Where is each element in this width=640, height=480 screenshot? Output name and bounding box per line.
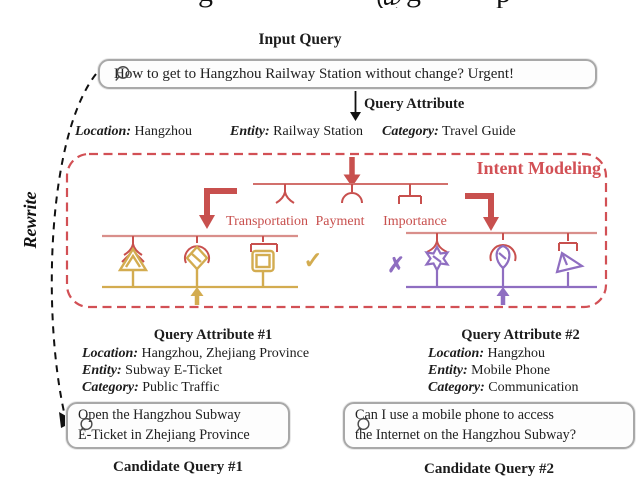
attribute-label: Entity: — [428, 363, 468, 378]
attribute-row: Location: Hangzhou — [428, 345, 613, 362]
candidate-query-2-text: Can I use a mobile phone to access the I… — [355, 406, 577, 443]
intent-box-border — [65, 152, 608, 309]
attribute-value: Communication — [488, 380, 579, 395]
attribute-value: Hangzhou — [134, 124, 193, 139]
cross-mark: ✗ — [387, 253, 405, 277]
attribute-category: Category: Travel Guide — [382, 124, 516, 140]
attribute-row: Entity: Subway E-Ticket — [82, 362, 344, 379]
intent-modeling-diagram: Intent Modeling Transportation Payment I… — [65, 152, 608, 309]
query-attribute-arrow-label: Query Attribute — [364, 96, 465, 112]
candidate-query-1-caption: Candidate Query #1 — [112, 459, 243, 475]
attribute-label: Category: — [382, 124, 439, 139]
intent-modeling-title: Intent Modeling — [476, 158, 601, 178]
clipped-glyph: p — [496, 0, 511, 8]
branch-transportation: Transportation — [226, 214, 308, 229]
rewrite-label: Rewrite — [20, 191, 40, 249]
attribute-row: Entity: Mobile Phone — [428, 362, 613, 379]
block-title: Query Attribute #2 — [461, 327, 580, 343]
clipped-glyph: @ — [376, 0, 404, 8]
attribute-value: Travel Guide — [442, 124, 516, 139]
selected-intent-arrow-left — [190, 287, 204, 305]
attribute-location: Location: Hangzhou — [75, 124, 192, 140]
main-intent-arrow — [343, 157, 361, 187]
check-mark: ✓ — [303, 248, 322, 273]
fork-hanger-icon — [275, 184, 295, 204]
expand-arrow-left — [199, 188, 237, 229]
search-icon[interactable] — [355, 417, 372, 434]
search-icon[interactable] — [114, 65, 132, 83]
attribute-label: Entity: — [82, 363, 122, 378]
attribute-value: Hangzhou — [487, 346, 546, 361]
attribute-value: Railway Station — [273, 124, 363, 139]
attribute-label: Location: — [75, 124, 131, 139]
fork-hanger-icon — [123, 236, 143, 256]
candidate-query-2-caption: Candidate Query #2 — [423, 461, 554, 477]
attribute-row: Category: Public Traffic — [82, 379, 344, 396]
candidate-query-1-box[interactable]: Open the Hangzhou Subway E-Ticket in Zhe… — [66, 402, 290, 449]
intent-tree-top — [253, 183, 448, 204]
clipped-glyph: g — [406, 0, 421, 8]
phone-icon — [555, 251, 585, 274]
subtree-left: ✓ — [102, 234, 323, 305]
clipped-caption: g @ g p — [0, 0, 640, 8]
bracket-hanger-icon — [250, 236, 278, 252]
attribute-row: Category: Communication — [428, 379, 613, 396]
attribute-row: Location: Hangzhou, Zhejiang Province — [82, 345, 344, 362]
attribute-label: Location: — [82, 346, 138, 361]
input-query-box[interactable]: How to get to Hangzhou Railway Station w… — [98, 59, 597, 89]
down-arrow — [350, 91, 361, 121]
candidate-query-1-text: Open the Hangzhou Subway E-Ticket in Zhe… — [78, 406, 250, 443]
attribute-label: Category: — [428, 380, 485, 395]
clipped-glyph: g — [198, 0, 213, 8]
search-icon[interactable] — [78, 417, 95, 434]
attribute-entity: Entity: Railway Station — [230, 124, 363, 140]
attribute-value: Subway E-Ticket — [125, 363, 223, 378]
fork-hanger-icon — [426, 233, 448, 253]
expand-arrow-right — [465, 193, 499, 231]
attribute-value: Mobile Phone — [471, 363, 551, 378]
arc-hanger-icon — [341, 184, 363, 204]
block-title: Query Attribute #1 — [153, 327, 273, 343]
attribute-value: Public Traffic — [142, 380, 220, 395]
subtree-right: ✗ — [387, 231, 597, 305]
branch-payment: Payment — [316, 214, 365, 229]
attribute-value: Hangzhou, Zhejiang Province — [141, 346, 310, 361]
selected-intent-arrow-right — [496, 287, 510, 305]
bracket-hanger-icon — [558, 233, 578, 251]
query-attribute-block-2: Query Attribute #2 Location: Hangzhou En… — [428, 327, 613, 396]
bracket-hanger-icon — [398, 184, 422, 204]
attribute-label: Entity: — [230, 124, 270, 139]
input-query-title: Input Query — [258, 31, 342, 48]
query-attribute-block-1: Query Attribute #1 Location: Hangzhou, Z… — [82, 327, 344, 396]
candidate-query-2-box[interactable]: Can I use a mobile phone to access the I… — [343, 402, 635, 449]
attribute-label: Location: — [428, 346, 484, 361]
input-query-text: How to get to Hangzhou Railway Station w… — [114, 65, 515, 82]
attribute-label: Category: — [82, 380, 139, 395]
branch-importance: Importance — [383, 214, 447, 229]
